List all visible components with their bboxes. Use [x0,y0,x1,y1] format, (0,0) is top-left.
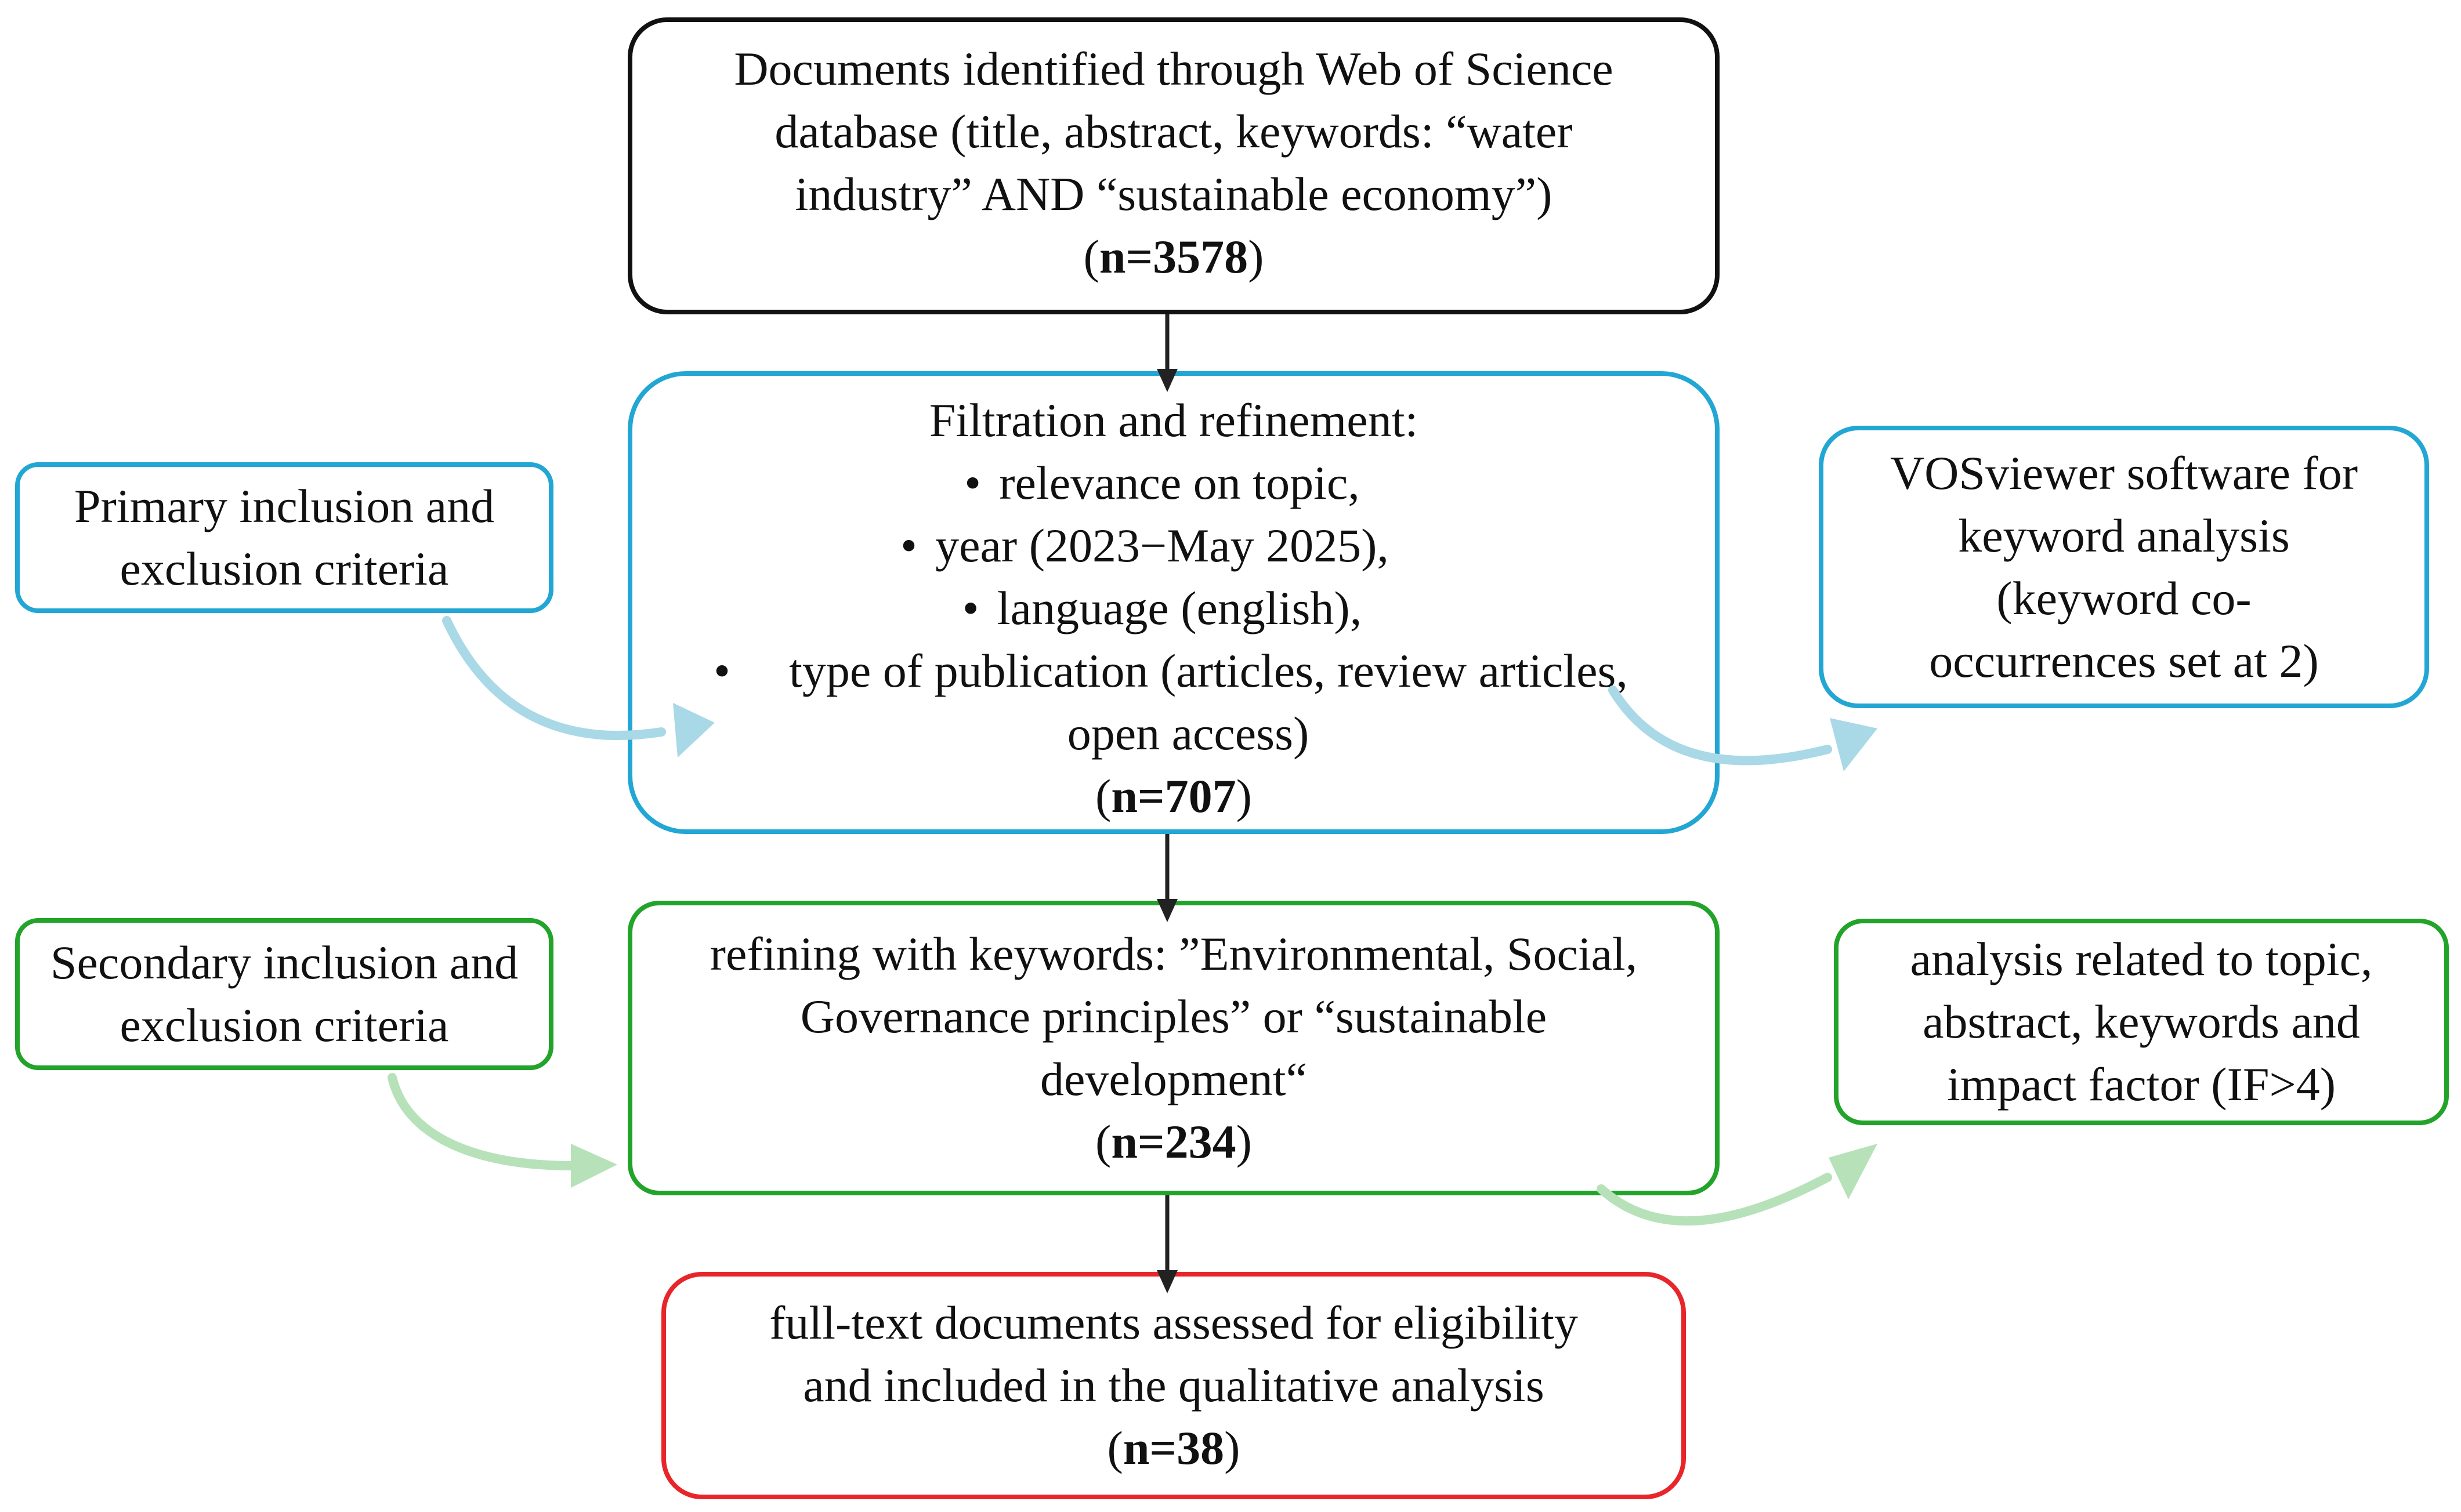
filtration-count: (n=707) [1095,770,1252,822]
identified-line-3: industry” AND “sustainable economy”) [795,168,1552,220]
refining-line-3: development“ [1040,1053,1307,1105]
vosviewer-line-1: VOSviewer software for [1890,446,2358,499]
filtration-continuation: open access) [1067,707,1309,760]
vosviewer-line-3: (keyword co- [1996,571,2252,625]
analysis-line-2: abstract, keywords and [1923,995,2360,1048]
filtration-criterion: •relevance on topic, [964,456,1360,509]
refining-line-1: refining with keywords: ”Environmental, … [710,927,1638,980]
primary-criteria-box: Primary inclusion and exclusion criteria [15,462,553,613]
identified-count: (n=3578) [1083,230,1264,283]
fulltext-line-1: full-text documents assessed for eligibi… [769,1296,1578,1349]
vosviewer-line-2: keyword analysis [1958,509,2290,562]
filtration-criterion: •type of publication (articles, review a… [714,644,1628,697]
refining-box: refining with keywords: ”Environmental, … [628,901,1720,1195]
secondary-criteria-box: Secondary inclusion and exclusion criter… [15,918,553,1070]
refining-count: (n=234) [1095,1115,1252,1168]
secondary-criteria-line-1: Secondary inclusion and [50,936,519,989]
analysis-line-1: analysis related to topic, [1910,933,2373,985]
vosviewer-line-4: occurrences set at 2) [1929,634,2319,687]
primary-criteria-line-2: exclusion criteria [120,542,449,595]
identified-line-1: Documents identified through Web of Scie… [734,42,1613,95]
fulltext-count: (n=38) [1107,1422,1240,1474]
arrow-secondary-to-refining [388,1073,617,1188]
fulltext-box: full-text documents assessed for eligibi… [661,1272,1686,1499]
fulltext-line-2: and included in the qualitative analysis [803,1359,1544,1412]
identified-line-2: database (title, abstract, keywords: “wa… [775,105,1573,158]
primary-criteria-line-1: Primary inclusion and [74,480,495,532]
filtration-criteria-list: •relevance on topic, •year (2023−May 202… [714,452,1628,702]
vosviewer-box: VOSviewer software for keyword analysis … [1819,426,2429,708]
refining-line-2: Governance principles” or “sustainable [800,990,1547,1043]
filtration-criterion: •language (english), [962,582,1362,634]
secondary-criteria-line-2: exclusion criteria [120,999,449,1051]
analysis-line-3: impact factor (IF>4) [1946,1058,2336,1111]
identified-box: Documents identified through Web of Scie… [628,17,1720,314]
analysis-box: analysis related to topic, abstract, key… [1834,919,2449,1125]
filtration-box: Filtration and refinement: •relevance on… [628,371,1720,834]
filtration-criterion: •year (2023−May 2025), [900,519,1389,572]
filtration-heading: Filtration and refinement: [929,394,1418,447]
